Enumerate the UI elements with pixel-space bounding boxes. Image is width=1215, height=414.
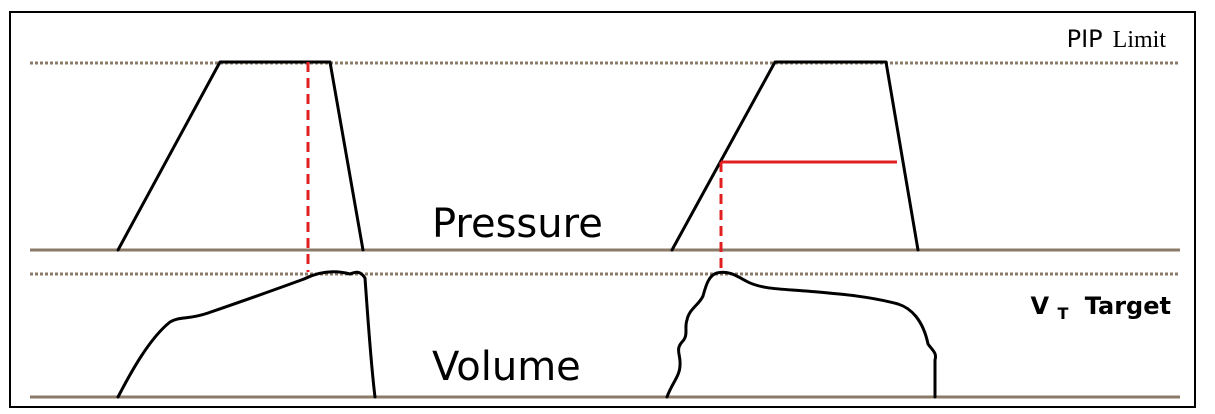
pressure-label: Pressure xyxy=(432,201,603,247)
left-volume-waveform xyxy=(116,270,377,399)
right-volume-waveform xyxy=(665,270,937,399)
vt-target-subscript-label: T xyxy=(1057,304,1068,323)
pip-limit-rest-label: Limit xyxy=(1113,27,1167,53)
volume-label: Volume xyxy=(432,344,581,390)
pip-limit-label: PIP Limit xyxy=(1067,25,1167,53)
vt-target-main-label: V xyxy=(1031,292,1050,320)
right-pressure-waveform xyxy=(670,60,920,252)
diagram-frame xyxy=(9,11,1196,408)
vt-target-rest-label: Target xyxy=(1085,292,1171,320)
left-pressure-waveform xyxy=(116,60,365,252)
vt-target-label: V T Target xyxy=(1031,292,1171,325)
pip-limit-bold-label: PIP xyxy=(1067,25,1103,53)
